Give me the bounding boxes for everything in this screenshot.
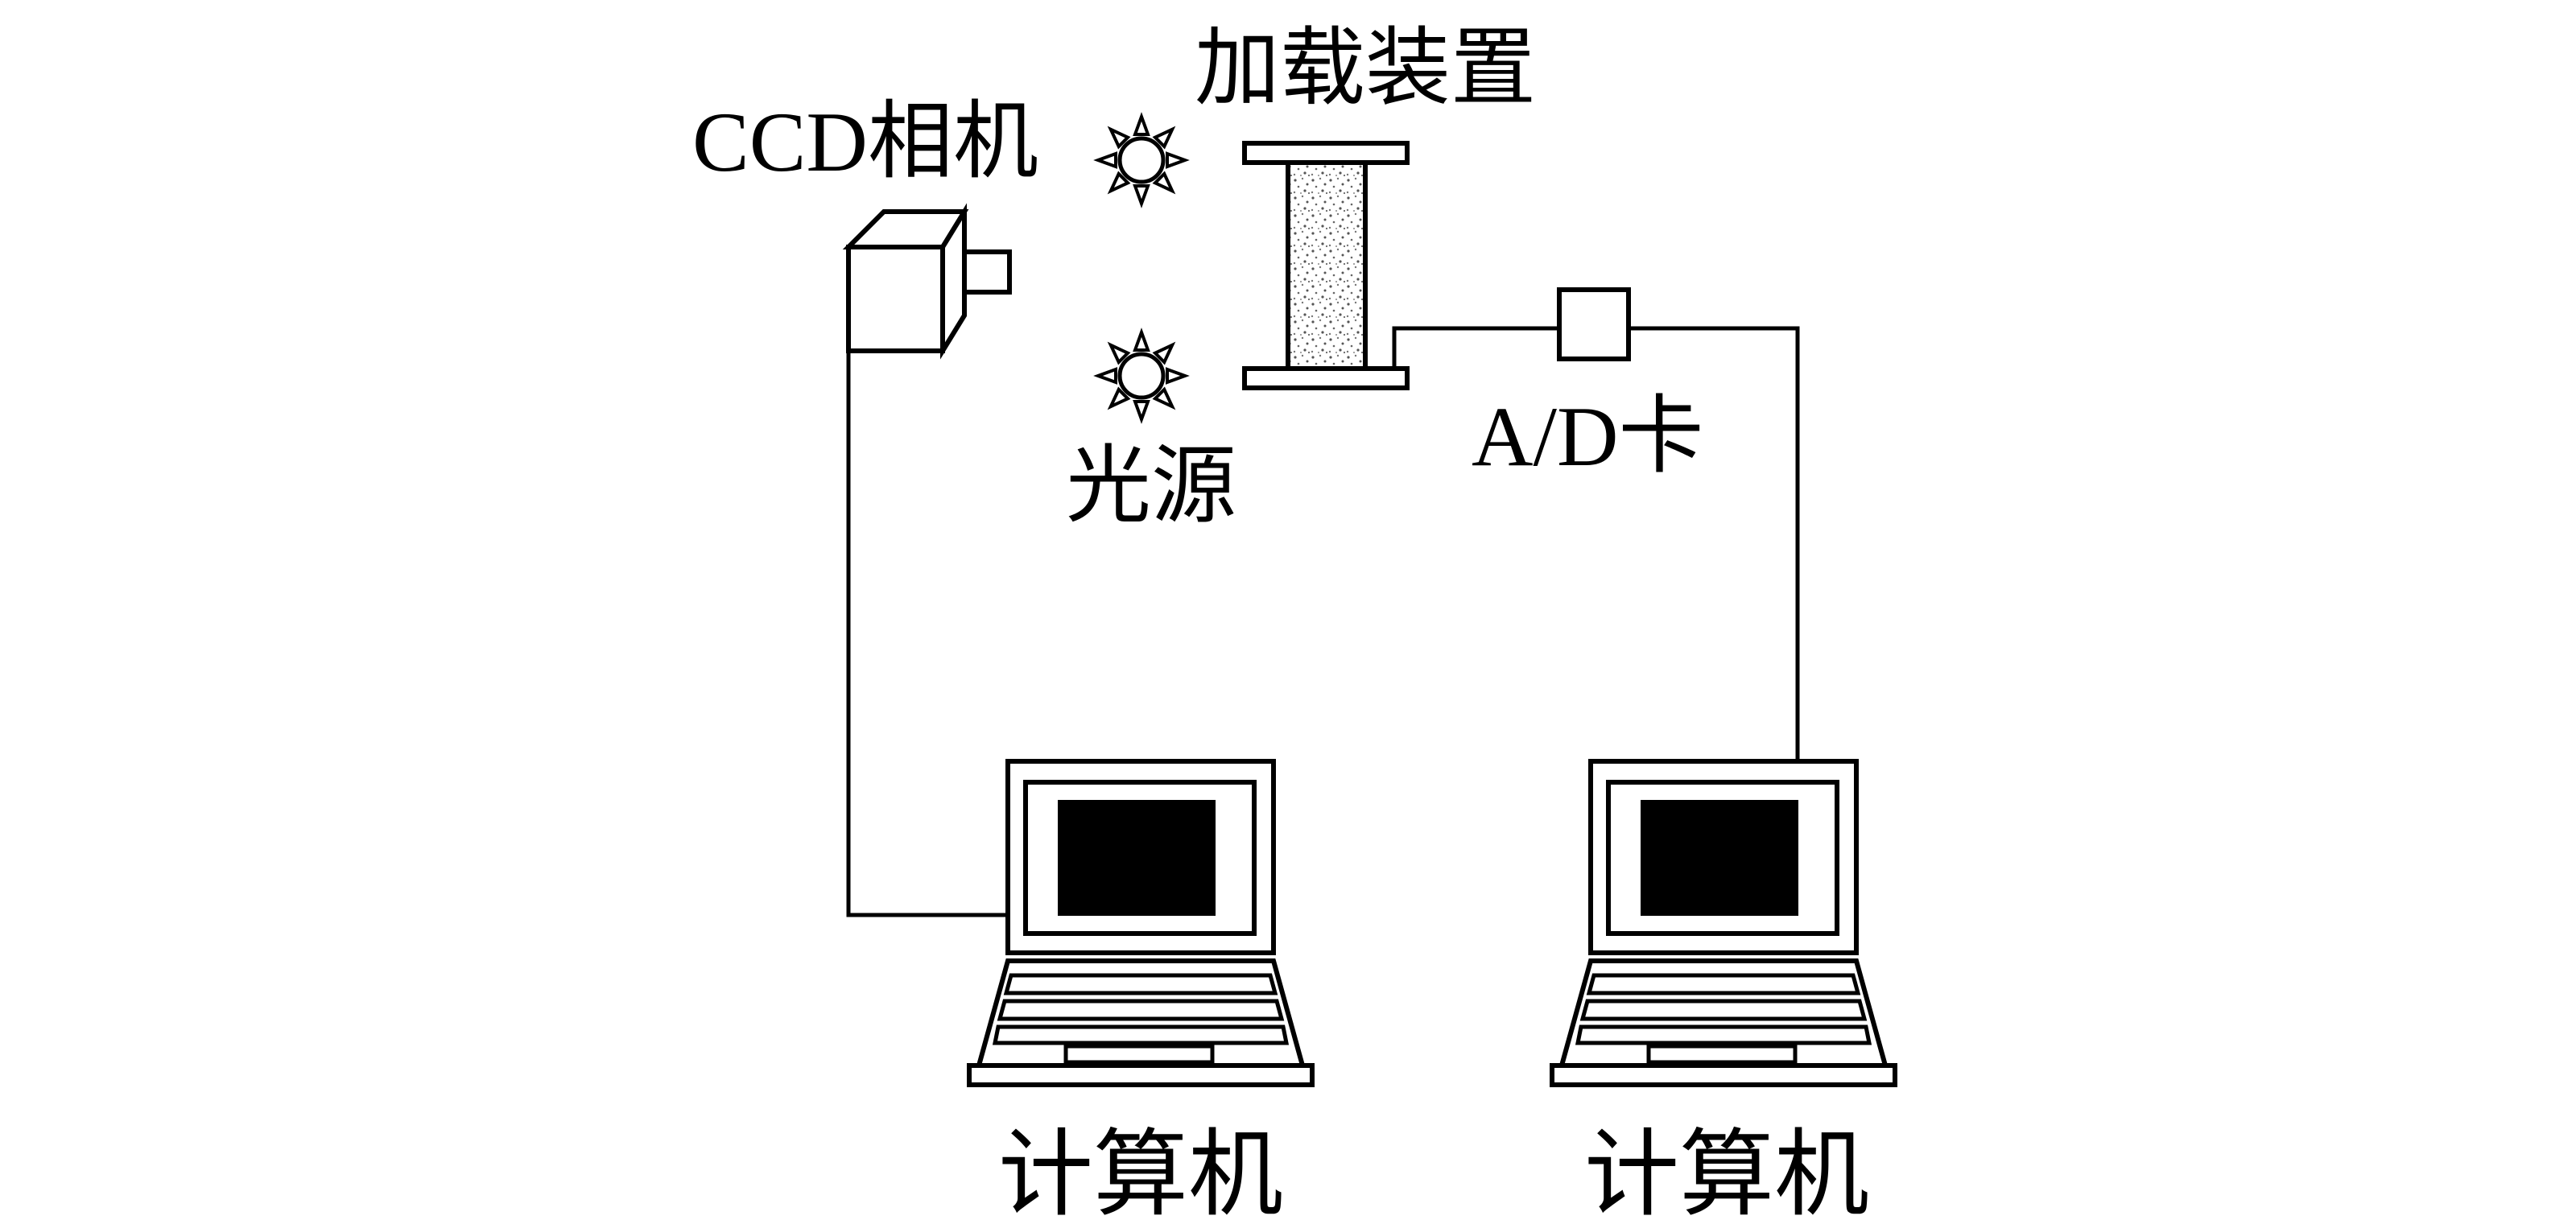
wire-loading-device-to-ad-card [1392, 326, 1559, 366]
label-ccd-camera: CCD相机 [692, 95, 1038, 189]
wire-camera-to-computer [846, 348, 1013, 917]
ad-card-box [1557, 287, 1631, 361]
computer-right-icon [1552, 761, 1895, 1085]
wires [846, 326, 1800, 917]
label-loading-device: 加载装置 [1195, 22, 1536, 116]
specimen [1286, 160, 1368, 371]
top-platen [1242, 141, 1410, 165]
light-source-top-icon [1098, 117, 1185, 204]
ccd-camera-icon [842, 203, 1012, 360]
bottom-platen [1242, 366, 1410, 390]
loading-device-icon [1242, 141, 1410, 390]
wire-ad-card-to-computer [1629, 326, 1800, 760]
label-computer-left: 计算机 [998, 1123, 1283, 1220]
computer-left-icon [969, 761, 1312, 1085]
label-computer-right: 计算机 [1584, 1123, 1869, 1220]
label-light-source: 光源 [1066, 439, 1236, 534]
label-ad-card: A/D卡 [1472, 389, 1704, 484]
light-source-bottom-icon [1098, 332, 1185, 419]
